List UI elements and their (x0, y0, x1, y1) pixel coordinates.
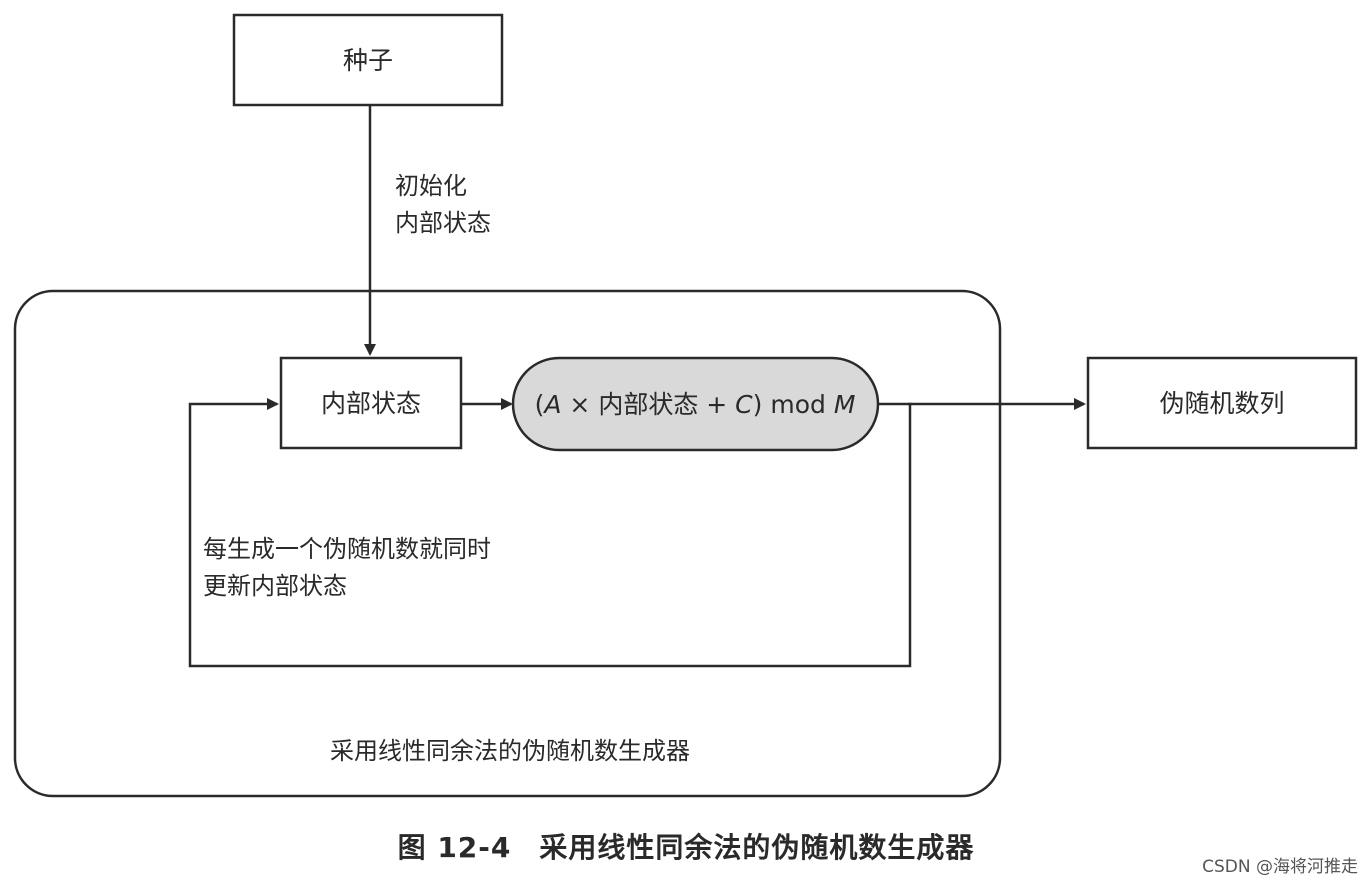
watermark: CSDN @海将河推走 (1202, 857, 1358, 877)
internal-state-node: 内部状态 (279, 356, 463, 450)
init-label-line1: 初始化 (395, 172, 467, 200)
output-node: 伪随机数列 (1086, 356, 1358, 450)
seed-node: 种子 (232, 13, 504, 107)
output-label: 伪随机数列 (1159, 389, 1284, 418)
figure-number: 图 12-4 (397, 831, 512, 864)
figure-title: 采用线性同余法的伪随机数生成器 (539, 831, 975, 864)
update-label-line2: 更新内部状态 (203, 572, 347, 600)
feedback-loop-arrow (188, 398, 912, 668)
formula-node: (A × 内部状态 + C) mod M (511, 356, 880, 452)
seed-label: 种子 (343, 46, 393, 75)
generator-container (13, 289, 1002, 798)
formula-label: (A × 内部状态 + C) mod M (535, 390, 856, 419)
update-label-line1: 每生成一个伪随机数就同时 (203, 535, 491, 563)
container-label: 采用线性同余法的伪随机数生成器 (330, 737, 690, 765)
init-label-line2: 内部状态 (395, 209, 491, 237)
internal-state-label: 内部状态 (321, 389, 421, 418)
figure-caption: 图 12-4 采用线性同余法的伪随机数生成器 (0, 826, 1372, 866)
